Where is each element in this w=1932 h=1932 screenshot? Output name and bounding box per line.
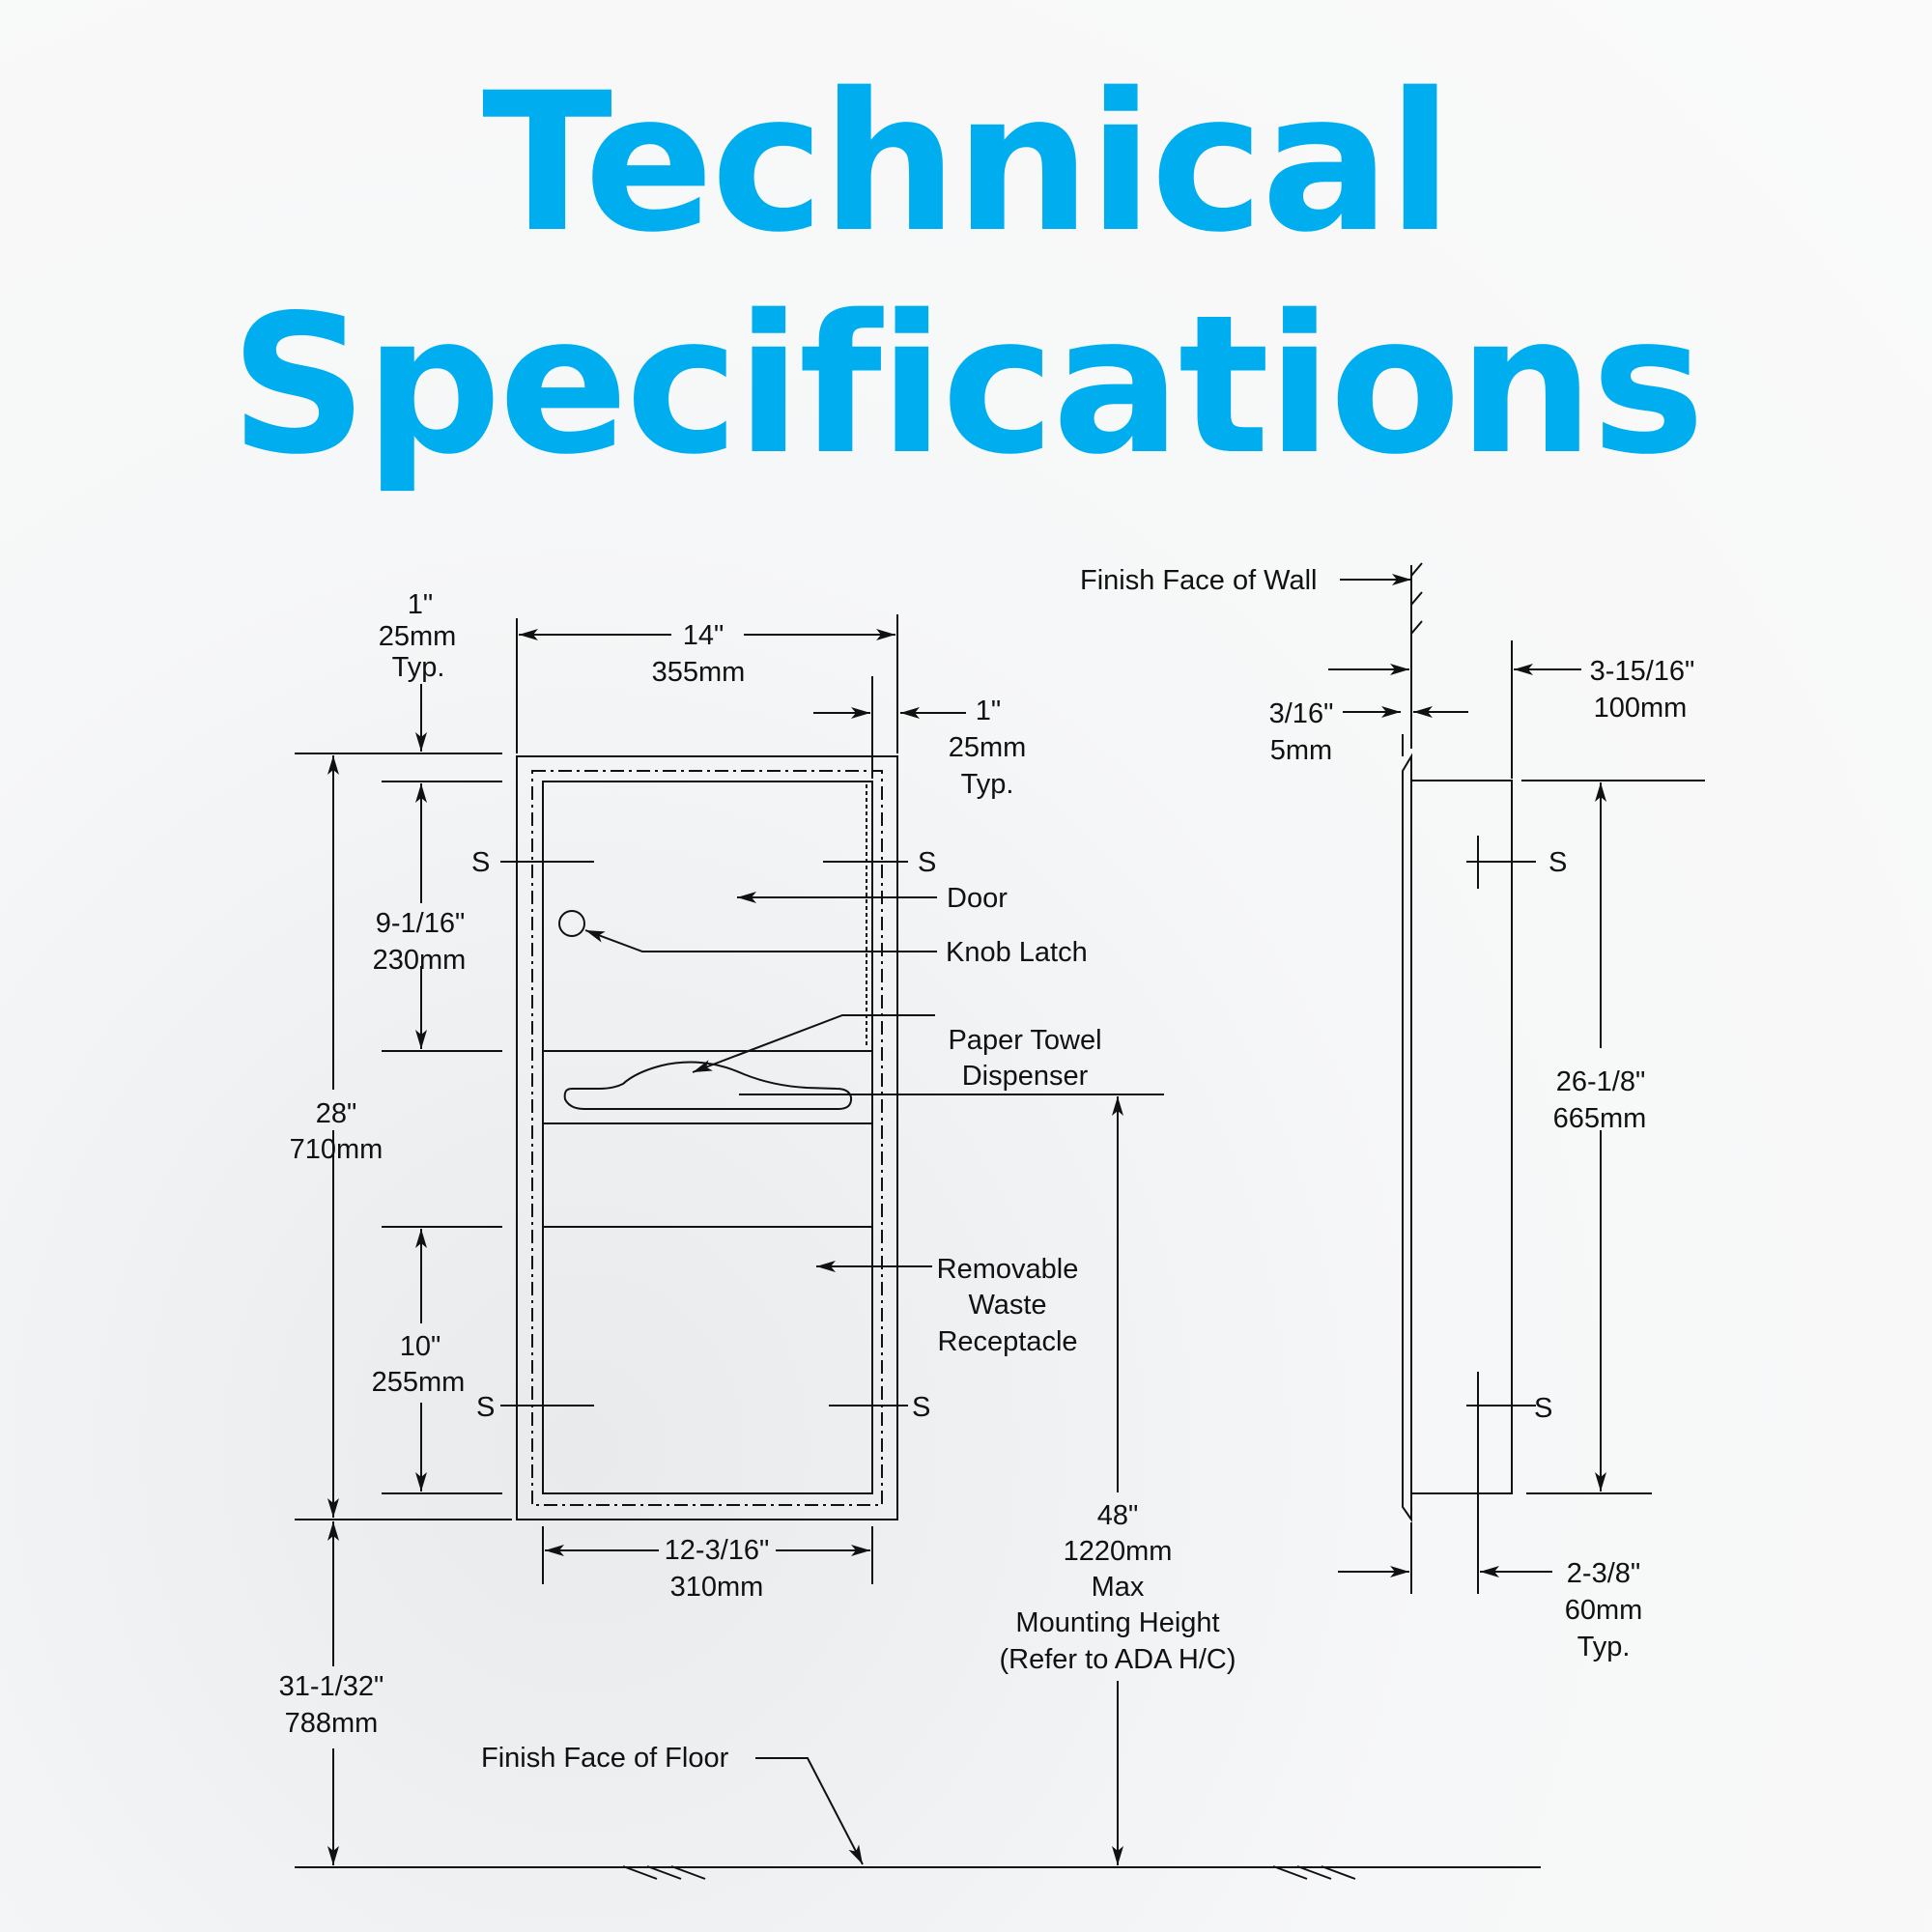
stud-marker: S	[1548, 847, 1567, 878]
rough-opening-line	[531, 770, 883, 1506]
stud-offset-in: 2-3/8"	[1567, 1558, 1640, 1589]
width-mm: 355mm	[652, 657, 746, 688]
inner-width-in: 12-3/16"	[665, 1535, 770, 1566]
width-in: 14"	[683, 620, 724, 651]
wall-hatch	[1410, 620, 1423, 635]
stud-offset-mm: 60mm	[1565, 1595, 1643, 1626]
mounting-mm: 1220mm	[1064, 1536, 1173, 1567]
knob-latch-label: Knob Latch	[946, 937, 1088, 968]
stud-marker: S	[476, 1392, 495, 1423]
recess-height-mm: 665mm	[1553, 1103, 1647, 1134]
floor-hatch	[622, 1865, 658, 1880]
finish-face-floor-label: Finish Face of Floor	[481, 1743, 729, 1774]
outer-flange	[516, 755, 898, 1520]
inner-frame	[542, 781, 873, 1494]
mounting-note-2: Mounting Height	[1015, 1607, 1219, 1638]
waste-label-2: Waste	[968, 1290, 1046, 1321]
door-height-mm: 230mm	[373, 945, 467, 976]
stud-offset-note: Typ.	[1577, 1632, 1631, 1662]
door-label: Door	[947, 883, 1008, 914]
knob-latch-icon	[558, 910, 585, 937]
floor-height-in: 31-1/32"	[279, 1671, 384, 1702]
wall-hatch	[1410, 591, 1423, 606]
towel-opening	[563, 1061, 853, 1110]
towel-leader	[692, 1014, 935, 1073]
mounting-note-3: (Refer to ADA H/C)	[1000, 1644, 1236, 1675]
floor-hatch	[1321, 1865, 1356, 1880]
stud-marker: S	[912, 1392, 930, 1423]
wall-hatch	[1410, 562, 1423, 577]
waste-label-3: Receptacle	[937, 1326, 1077, 1357]
floor-hatch	[1272, 1865, 1308, 1880]
stud-marker: S	[471, 847, 490, 878]
floor-leader	[755, 1757, 864, 1865]
floor-hatch	[1296, 1865, 1332, 1880]
paper-towel-label-2: Dispenser	[962, 1061, 1089, 1092]
flange-mm: 5mm	[1270, 735, 1332, 766]
side-flange	[1402, 753, 1412, 1523]
trim-top-in: 1"	[408, 589, 433, 620]
door-height-in: 9-1/16"	[376, 908, 466, 939]
floor-hatch	[670, 1865, 706, 1880]
recess-height-in: 26-1/8"	[1556, 1066, 1646, 1097]
inner-width-mm: 310mm	[670, 1572, 764, 1603]
floor-height-mm: 788mm	[285, 1708, 379, 1739]
trim-top-mm: 25mm	[379, 621, 457, 652]
trim-side-mm: 25mm	[949, 732, 1027, 763]
finish-face-wall-label: Finish Face of Wall	[1080, 565, 1318, 596]
depth-mm: 100mm	[1594, 693, 1688, 724]
trim-side-in: 1"	[976, 696, 1001, 726]
floor-hatch	[646, 1865, 682, 1880]
mounting-note-1: Max	[1092, 1572, 1145, 1603]
title-line-1: Technical	[481, 51, 1453, 274]
overall-height-in: 28"	[316, 1098, 357, 1129]
title-line-2: Specifications	[229, 273, 1705, 497]
mounting-in: 48"	[1097, 1500, 1139, 1531]
trim-top-note: Typ.	[392, 652, 445, 683]
waste-height-mm: 255mm	[372, 1367, 466, 1398]
stud-marker: S	[1534, 1393, 1552, 1424]
flange-in: 3/16"	[1269, 698, 1334, 729]
side-recess-body	[1410, 780, 1513, 1494]
waste-height-in: 10"	[400, 1331, 441, 1362]
overall-height-mm: 710mm	[290, 1134, 384, 1165]
paper-towel-label-1: Paper Towel	[948, 1025, 1101, 1056]
waste-label-1: Removable	[937, 1254, 1079, 1285]
stud-marker: S	[918, 847, 936, 878]
trim-side-note: Typ.	[961, 769, 1014, 800]
knob-leader	[584, 929, 937, 952]
depth-in: 3-15/16"	[1590, 656, 1695, 687]
